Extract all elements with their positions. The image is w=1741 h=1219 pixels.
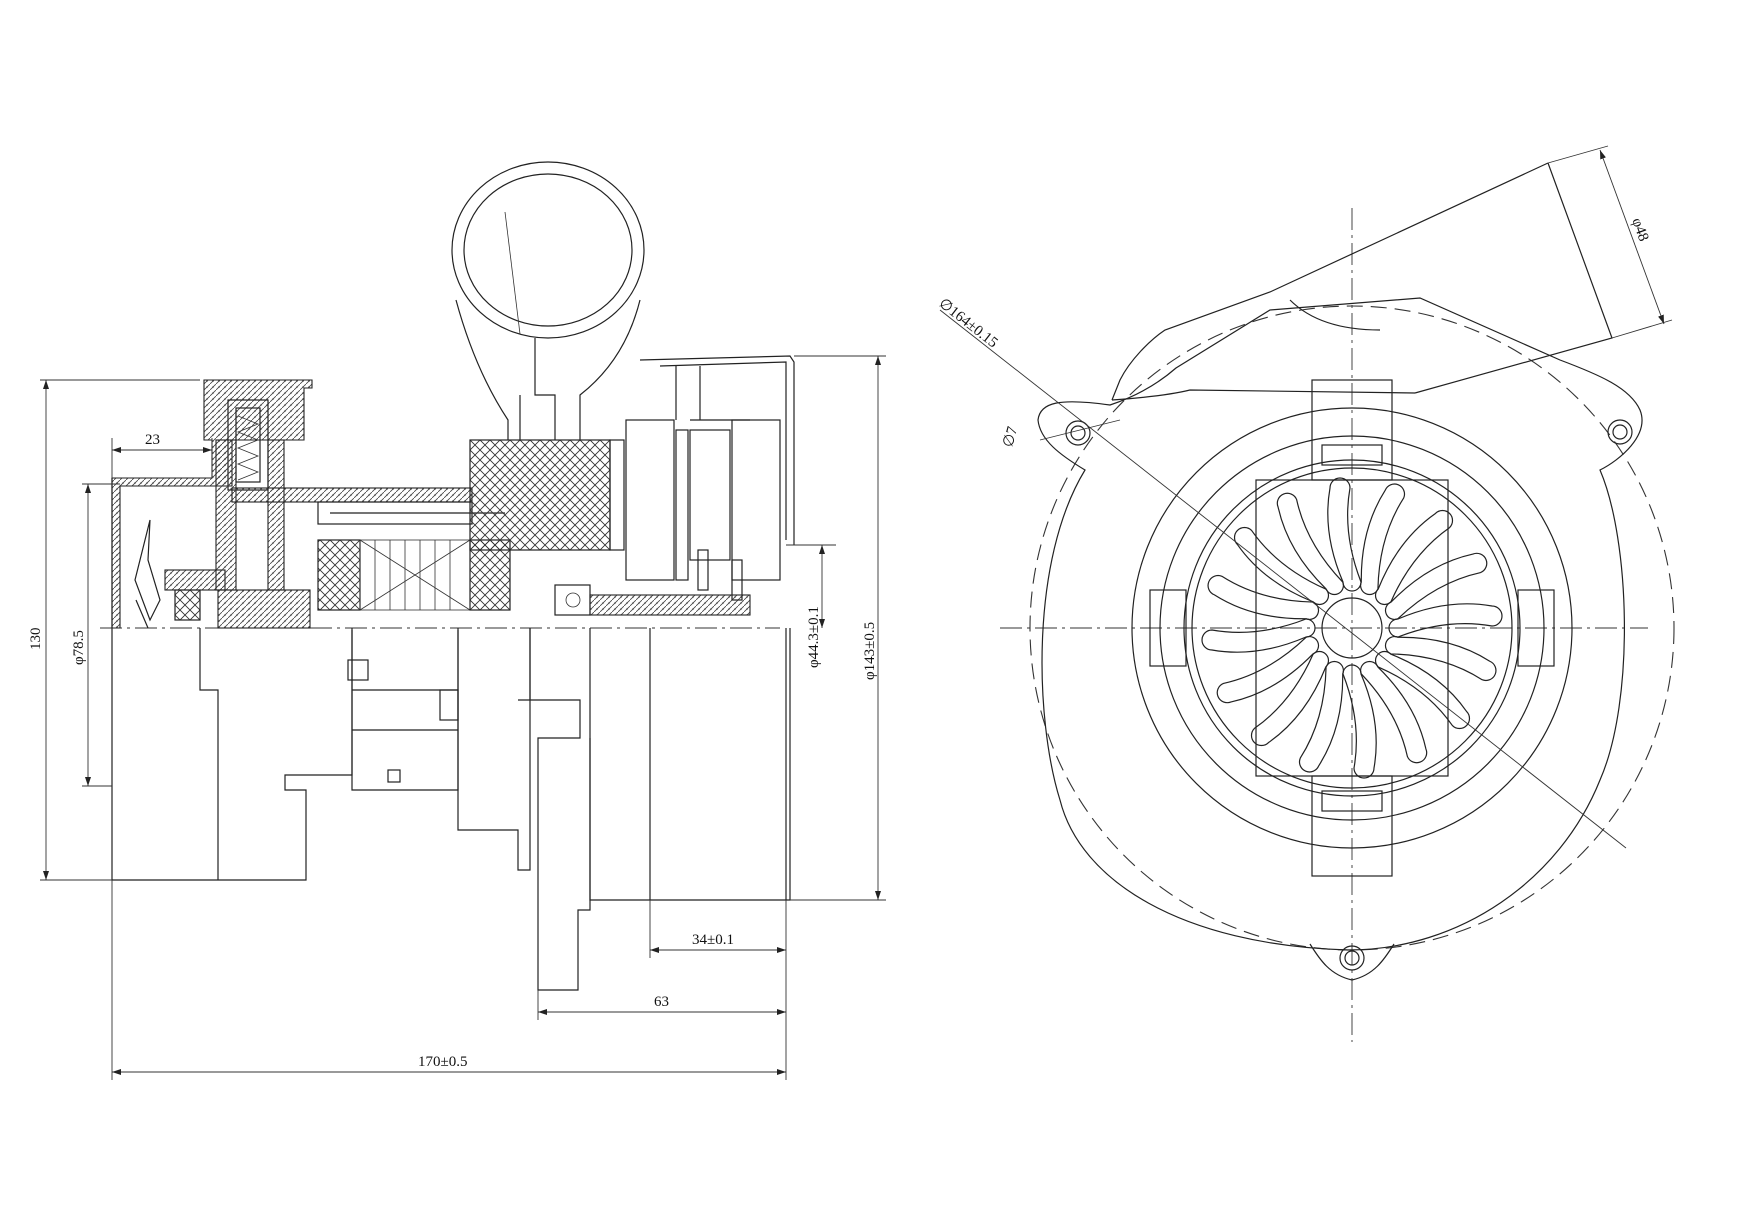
dim-inlet-diameter: φ78.5 (71, 630, 87, 665)
impeller-vane (1216, 636, 1320, 704)
dim-housing-diameter: ∅164±0.15 (936, 296, 1001, 352)
impeller-ring (1191, 467, 1513, 789)
motor-shell (639, 355, 795, 545)
housing-outline (1037, 297, 1643, 981)
brush-blocks (1149, 379, 1555, 877)
impeller-vane (1298, 660, 1344, 773)
side-section-view: 130 23 φ78.5 φ44.3±0.1 φ143±0.5 34±0.1 6… (28, 161, 886, 1080)
dim-shaft-boss: φ44.3±0.1 (806, 606, 822, 668)
impeller-vane (1360, 660, 1428, 764)
impeller-vane (1360, 483, 1406, 596)
impeller-vane (1374, 509, 1454, 606)
outlet-ext-1 (1547, 145, 1609, 164)
impeller-vane (1384, 636, 1497, 682)
lower-exterior (111, 628, 791, 991)
dim-motor-length: 63 (654, 994, 669, 1010)
outlet-spout (451, 161, 645, 440)
dim-mount-hole: ∅7 (1000, 425, 1021, 449)
inlet-housing (111, 379, 313, 629)
bearing-section (554, 419, 781, 616)
dim-bearing-length: 34±0.1 (692, 932, 734, 948)
impeller-vane (1250, 650, 1330, 747)
dim-motor-diameter: φ143±0.5 (862, 622, 878, 680)
impeller-vane (1233, 526, 1330, 606)
stator-plate (609, 439, 625, 551)
stator-coil (469, 439, 611, 551)
dim-inlet-offset: 23 (145, 432, 160, 448)
impeller-hub (1321, 597, 1383, 659)
impeller-vane (1388, 603, 1503, 638)
impeller-vane (1327, 477, 1362, 592)
front-view: ∅164±0.15 ∅7 φ48 (936, 145, 1675, 1042)
impeller-vanes (1201, 477, 1503, 779)
impeller-vane (1276, 492, 1344, 596)
impeller-vane (1342, 664, 1377, 779)
side-view-dimensions (40, 355, 886, 1080)
inner-ring (1183, 459, 1521, 797)
diameter-leader (939, 309, 1627, 849)
impeller-vane (1201, 618, 1316, 653)
outer-ring (1131, 407, 1573, 849)
hole-leader (1039, 419, 1121, 441)
rotor-assembly (217, 487, 511, 629)
dim-outlet-diameter: φ48 (1628, 216, 1651, 244)
impeller-vane (1207, 574, 1320, 620)
dim-height: 130 (28, 628, 44, 651)
impeller-vane (1384, 552, 1488, 620)
outlet-dim-line (1599, 149, 1665, 325)
impeller-vane (1374, 650, 1471, 730)
outlet-ext-2 (1611, 319, 1673, 339)
dim-overall-length: 170±0.5 (418, 1054, 467, 1070)
motor-ring (1159, 435, 1545, 821)
